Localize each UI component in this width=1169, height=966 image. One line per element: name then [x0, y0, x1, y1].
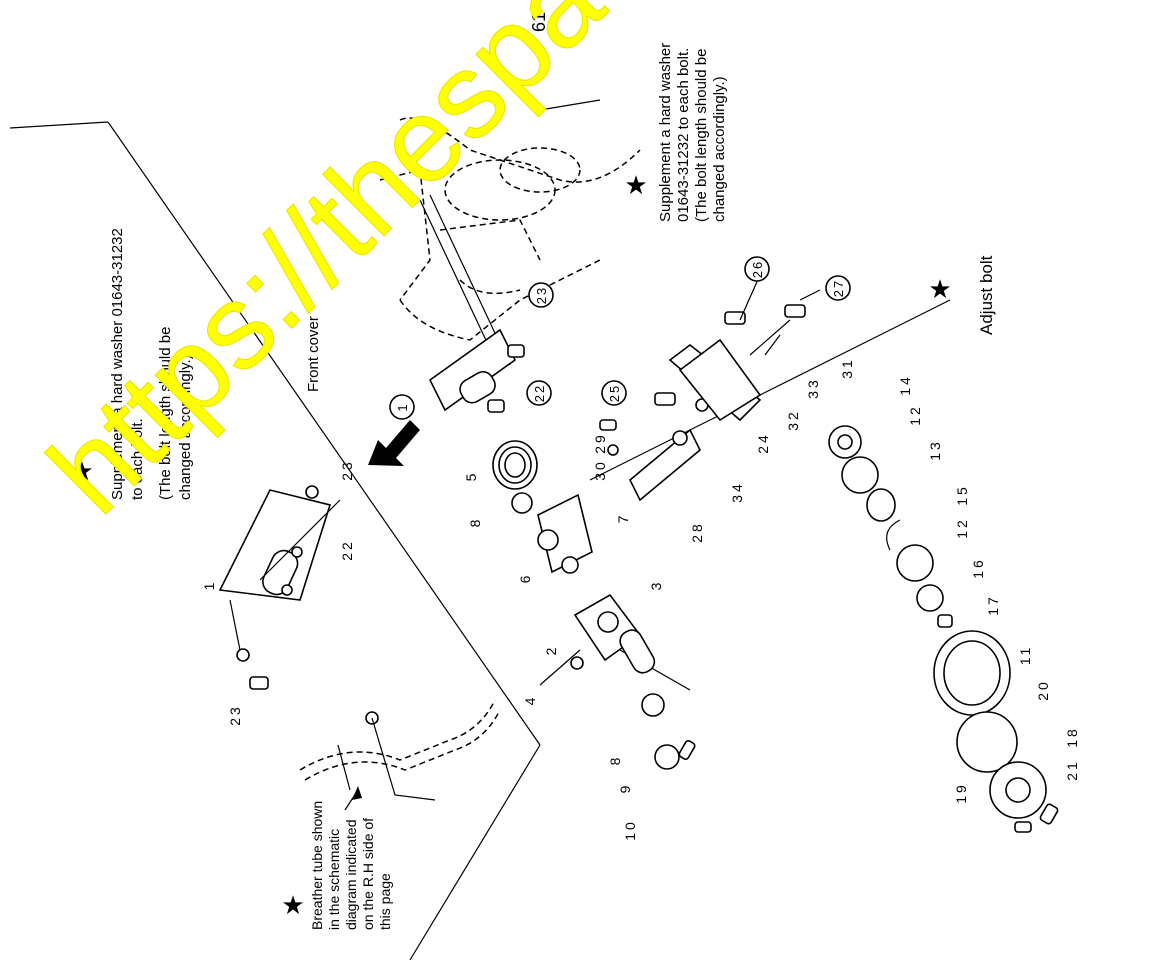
label-34: 34: [729, 481, 745, 503]
svg-text:27: 27: [831, 279, 846, 297]
label-33: 33: [805, 377, 821, 399]
label-2: 2: [543, 645, 559, 656]
engine-outline: [379, 117, 641, 371]
upper-bracket: [428, 328, 525, 413]
label-1: 1: [201, 580, 217, 591]
label-32: 32: [785, 409, 801, 431]
svg-text:to each bolt.: to each bolt.: [129, 418, 146, 500]
star-markers: ★ ★ ★ ★: [70, 171, 951, 921]
tension-arm: [599, 304, 806, 502]
adjust-bolt-lines: [739, 274, 821, 356]
label-19: 19: [953, 782, 969, 804]
label-28: 28: [689, 521, 705, 543]
left-bracket: [218, 485, 341, 690]
star-icon: ★: [281, 891, 304, 921]
svg-text:(The bolt length should be: (The bolt length should be: [693, 49, 710, 222]
svg-text:Front cover: Front cover: [305, 316, 322, 392]
pulley-stack: [828, 425, 1059, 833]
label-11: 11: [1017, 645, 1033, 666]
svg-text:1: 1: [395, 402, 410, 411]
label-13: 13: [927, 439, 943, 461]
callout-27: 27: [825, 275, 851, 301]
label-10: 10: [622, 819, 638, 841]
callout-25: 25: [601, 380, 627, 406]
svg-text:Supplement a hard washer: Supplement a hard washer: [657, 43, 674, 222]
star-icon: ★: [624, 171, 647, 201]
label-24: 24: [755, 432, 771, 454]
svg-text:in the schematic: in the schematic: [326, 829, 342, 930]
svg-text:22: 22: [532, 384, 547, 402]
svg-text:23: 23: [534, 286, 549, 304]
label-12: 12: [954, 517, 970, 539]
label-8: 8: [607, 755, 623, 766]
label-29: 29: [592, 432, 608, 454]
svg-text:changed accordingly.): changed accordingly.): [177, 354, 194, 500]
callout-23: 23: [528, 282, 554, 308]
label-20: 20: [1035, 679, 1051, 701]
label-23: 23: [227, 704, 243, 726]
label-22: 22: [339, 539, 355, 561]
svg-text:25: 25: [607, 384, 622, 402]
svg-text:diagram indicated: diagram indicated: [343, 819, 359, 930]
breather-tube: [299, 699, 501, 801]
label-30: 30: [592, 459, 608, 481]
label-31: 31: [839, 357, 855, 379]
label-21: 21: [1064, 759, 1080, 781]
label-18: 18: [1064, 726, 1080, 748]
svg-text:this page: this page: [377, 873, 393, 930]
svg-text:(The bolt length should be: (The bolt length should be: [157, 327, 174, 500]
svg-text:changed accordingly.): changed accordingly.): [711, 76, 728, 222]
note-front-cover: Front cover: [305, 316, 322, 392]
label-15: 15: [954, 484, 970, 506]
svg-text:Adjust bolt: Adjust bolt: [977, 255, 996, 335]
callout-22: 22: [526, 380, 552, 406]
svg-text:Supplement a hard washer 01643: Supplement a hard washer 01643-31232: [109, 228, 126, 500]
label-7: 7: [615, 513, 631, 524]
direction-arrow: [368, 420, 420, 466]
svg-text:Breather tube shown: Breather tube shown: [309, 801, 325, 930]
svg-text:26: 26: [750, 260, 765, 278]
note-washer-left: Supplement a hard washer 01643-31232 to …: [109, 228, 194, 500]
svg-text:61: 61: [529, 12, 549, 32]
frame-lines: [9, 99, 951, 961]
label-12: 12: [907, 404, 923, 426]
label-6: 6: [517, 573, 533, 584]
callout-1: 1: [389, 394, 415, 420]
hub: [539, 593, 696, 770]
label-9: 9: [617, 783, 633, 794]
label-4: 4: [522, 695, 538, 706]
label-23: 23: [339, 459, 355, 481]
label-17: 17: [985, 594, 1001, 616]
note-corner: 61: [529, 12, 549, 32]
label-3: 3: [648, 580, 664, 591]
label-16: 16: [970, 557, 986, 579]
note-adjust-bolt: Adjust bolt: [977, 255, 996, 335]
part-labels: 23 23 22 1 5 8 6 7 3 2 4 8 9 10 29 30 28…: [201, 357, 1080, 841]
label-8: 8: [467, 517, 483, 528]
breather-leader-arrowhead: [352, 786, 362, 800]
svg-text:01643-31232 to each bolt.: 01643-31232 to each bolt.: [675, 48, 692, 222]
star-icon: ★: [70, 457, 93, 487]
svg-text:on the R.H side of: on the R.H side of: [360, 818, 376, 930]
label-5: 5: [463, 471, 479, 482]
note-washer-top: Supplement a hard washer 01643-31232 to …: [657, 43, 728, 222]
star-icon: ★: [928, 275, 951, 305]
note-breather: Breather tube shown in the schematic dia…: [309, 801, 393, 930]
spring-group: [492, 440, 593, 574]
label-14: 14: [897, 374, 913, 396]
callout-26: 26: [744, 256, 770, 282]
